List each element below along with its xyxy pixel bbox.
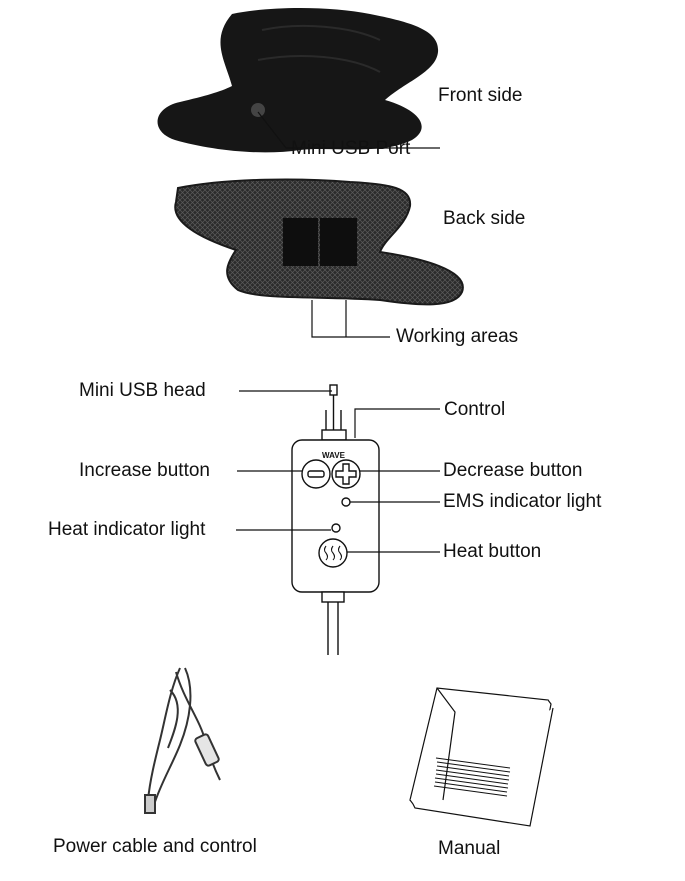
power-cable-image (144, 667, 221, 814)
heat-indicator-light (331, 523, 341, 533)
controller-brand-text: WAVE (322, 451, 346, 460)
label-working-areas: Working areas (396, 326, 519, 347)
controller-leaders (236, 390, 440, 553)
manual-image (409, 687, 554, 827)
mini-usb-port-leader (257, 111, 440, 149)
label-heat-button: Heat button (443, 541, 542, 562)
increase-button-circle (301, 459, 331, 489)
working-area-left (283, 218, 318, 266)
controller-diagram (291, 384, 380, 655)
label-decrease-button: Decrease button (443, 460, 583, 481)
label-power-cable-and-control: Power cable and control (53, 836, 257, 857)
heat-button-circle (318, 538, 348, 568)
label-front-side: Front side (438, 85, 523, 106)
mini-usb-port-dot (251, 103, 265, 117)
decrease-button-circle (331, 459, 361, 489)
label-manual: Manual (438, 838, 501, 859)
working-area-right (320, 218, 357, 266)
working-areas-leader (311, 300, 390, 338)
front-pad-image (157, 8, 439, 153)
back-pad-image (174, 178, 464, 306)
label-control: Control (444, 399, 506, 420)
label-increase-button: Increase button (79, 460, 210, 481)
label-ems-indicator-light: EMS indicator light (443, 491, 602, 512)
label-back-side: Back side (443, 208, 526, 229)
label-heat-indicator-light: Heat indicator light (48, 519, 206, 540)
label-mini-usb-port: Mini USB Port (291, 138, 411, 159)
control-leader (354, 408, 440, 438)
label-mini-usb-head: Mini USB head (79, 380, 206, 401)
